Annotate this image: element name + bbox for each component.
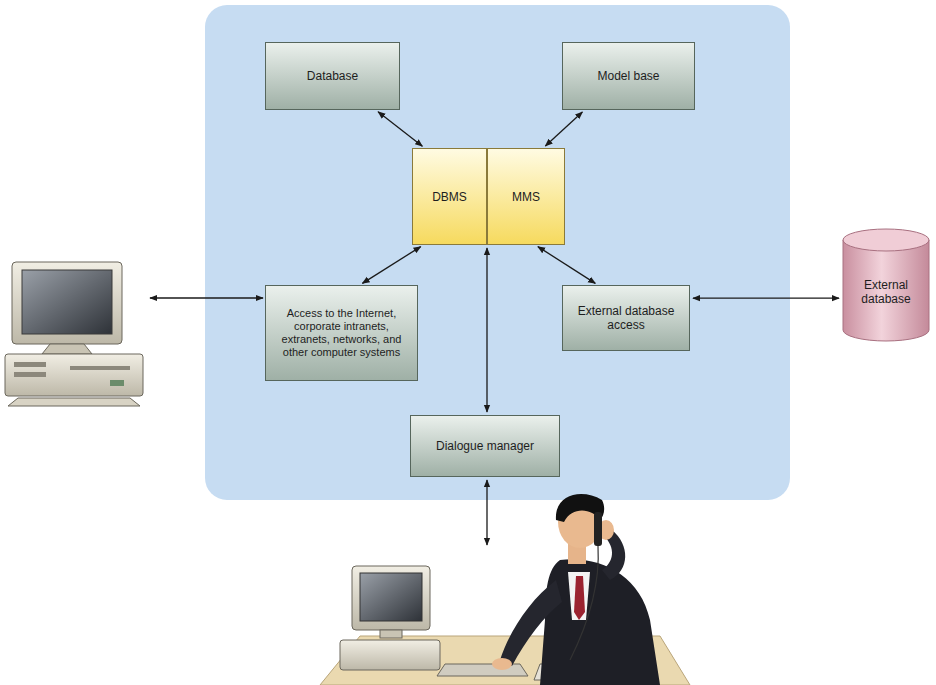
store-box: Database	[265, 42, 400, 110]
manager-box: DBMS	[412, 148, 487, 245]
access-box: Access to the Internet, corporate intran…	[265, 285, 418, 381]
access-box: External database access	[562, 285, 690, 351]
node-label: External database	[842, 275, 930, 309]
node-label: DBMS	[427, 187, 472, 207]
manager-box: MMS	[487, 148, 565, 245]
connector-arrow	[693, 298, 839, 299]
connector-arrow	[362, 247, 420, 284]
connector-arrow	[545, 112, 582, 146]
user-link	[486, 480, 487, 545]
dialogue-box: Dialogue manager	[410, 415, 560, 477]
connector-arrow	[486, 248, 487, 412]
connector-arrow	[538, 247, 595, 284]
node-label: MMS	[507, 187, 545, 207]
node-label: External database access	[563, 301, 689, 335]
computer-illustration	[5, 262, 143, 406]
system-panel	[205, 5, 790, 500]
connector-arrow	[378, 112, 422, 146]
node-label: Access to the Internet, corporate intran…	[266, 304, 417, 362]
node-label: Model base	[592, 66, 664, 86]
node-label: Database	[302, 66, 363, 86]
node-label: Dialogue manager	[431, 436, 539, 456]
database-cylinder: External database	[842, 228, 930, 342]
network-link	[150, 297, 263, 298]
store-box: Model base	[562, 42, 695, 110]
user-illustration	[320, 494, 690, 685]
